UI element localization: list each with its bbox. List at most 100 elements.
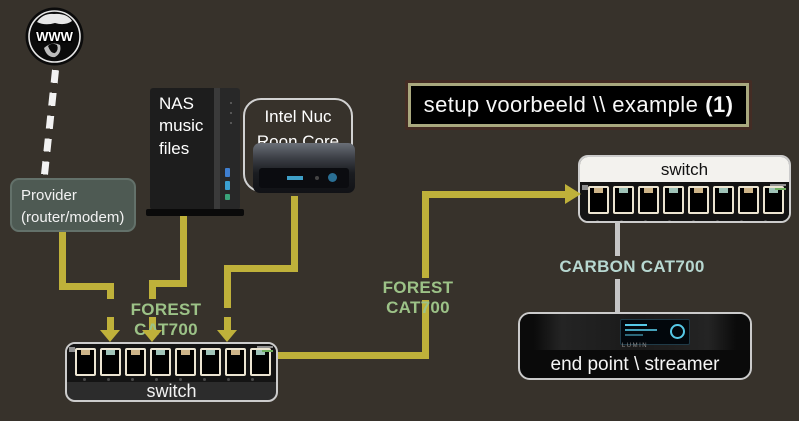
port-clip bbox=[181, 350, 190, 355]
ethernet-port bbox=[125, 348, 146, 376]
ethernet-port bbox=[738, 186, 759, 214]
switch-left-box: switch bbox=[65, 342, 278, 402]
endpoint-label: end point \ streamer bbox=[550, 354, 720, 375]
arrowhead-nas-to-switch bbox=[142, 330, 162, 342]
port-clip bbox=[694, 188, 703, 193]
ethernet-port bbox=[613, 186, 634, 214]
carbon-cable-label: CARBON CAT700 bbox=[559, 257, 705, 276]
ethernet-port bbox=[688, 186, 709, 214]
port-led-dot bbox=[620, 220, 623, 221]
cable-nuc-horizontal bbox=[224, 265, 298, 272]
port-led-dot bbox=[740, 220, 743, 221]
port-led-dot bbox=[155, 378, 158, 381]
ethernet-port bbox=[250, 348, 271, 376]
port-led-dot bbox=[644, 220, 647, 221]
arrow-shaft-nas bbox=[149, 317, 156, 330]
port-clip bbox=[594, 188, 603, 193]
cable-provider-horizontal bbox=[59, 283, 114, 290]
ethernet-port bbox=[663, 186, 684, 214]
cable-trunk-vertical-lower bbox=[422, 300, 429, 359]
cable-provider-stub bbox=[107, 288, 114, 299]
page-title: setup voorbeeld \\ example(1) bbox=[424, 92, 734, 118]
switch-left-device bbox=[67, 344, 276, 382]
switch-right-device bbox=[580, 182, 789, 221]
cable-nuc-stub bbox=[224, 270, 231, 308]
provider-line1: Provider bbox=[21, 187, 77, 204]
arrowhead-nuc-to-switch bbox=[217, 330, 237, 342]
switch-left-model-text bbox=[257, 346, 273, 348]
internet-dashed-line bbox=[40, 69, 59, 178]
ethernet-port bbox=[100, 348, 121, 376]
port-led-dot bbox=[179, 378, 182, 381]
port-led-dot bbox=[716, 220, 719, 221]
forest-cable-label-2: FOREST CAT700 bbox=[382, 278, 454, 317]
switch-left-led-row bbox=[83, 378, 254, 381]
nuc-device bbox=[253, 143, 355, 193]
nuc-front-panel bbox=[259, 168, 349, 188]
cable-nas-stub bbox=[149, 285, 156, 299]
ethernet-port bbox=[588, 186, 609, 214]
port-led-dot bbox=[203, 378, 206, 381]
switch-right-model-text bbox=[775, 188, 786, 190]
endpoint-box: LUMIN end point \ streamer bbox=[518, 312, 752, 380]
ethernet-port bbox=[638, 186, 659, 214]
switch-right-label: switch bbox=[580, 157, 789, 182]
port-clip bbox=[619, 188, 628, 193]
switch-right-ports bbox=[588, 186, 784, 214]
nuc-label-line1: Intel Nuc bbox=[264, 107, 332, 126]
port-led-dot bbox=[764, 220, 767, 221]
nuc-power-button bbox=[328, 173, 337, 182]
streamer-display bbox=[620, 319, 690, 345]
ethernet-port bbox=[200, 348, 221, 376]
provider-line2: (router/modem) bbox=[21, 208, 125, 226]
nuc-jack bbox=[315, 176, 319, 180]
nas-label-line1: NAS bbox=[159, 94, 194, 113]
switch-right-power-led bbox=[582, 185, 588, 190]
display-text-line bbox=[625, 334, 643, 336]
title-text: setup voorbeeld \\ example bbox=[423, 92, 699, 117]
title-frame: setup voorbeeld \\ example(1) bbox=[408, 83, 749, 127]
switch-right-box: switch bbox=[578, 155, 791, 223]
port-clip bbox=[156, 350, 165, 355]
nas-label-line3: files bbox=[159, 138, 190, 158]
port-clip bbox=[769, 188, 778, 193]
arrowhead-trunk-to-switch bbox=[565, 184, 581, 204]
switch-left-model-text bbox=[262, 350, 273, 352]
nas-status-led bbox=[230, 122, 232, 124]
port-clip bbox=[744, 188, 753, 193]
carbon-cable-upper bbox=[615, 222, 620, 256]
ethernet-port bbox=[225, 348, 246, 376]
port-clip bbox=[719, 188, 728, 193]
port-clip bbox=[131, 350, 140, 355]
streamer-device: LUMIN bbox=[520, 314, 750, 350]
switch-left-power-led bbox=[69, 347, 75, 352]
ethernet-port bbox=[763, 186, 784, 214]
port-led-dot bbox=[692, 220, 695, 221]
ethernet-port bbox=[713, 186, 734, 214]
port-clip bbox=[231, 350, 240, 355]
cable-trunk-vertical-upper bbox=[422, 198, 429, 278]
cable-trunk-top bbox=[422, 191, 565, 198]
provider-box: Provider (router/modem) bbox=[10, 178, 136, 232]
port-clip bbox=[206, 350, 215, 355]
port-led-dot bbox=[227, 378, 230, 381]
www-globe-icon: WWW bbox=[25, 7, 84, 66]
nas-usb-led bbox=[225, 168, 230, 177]
streamer-brand: LUMIN bbox=[621, 343, 649, 349]
display-text-line bbox=[625, 324, 647, 326]
switch-right-led-row bbox=[596, 220, 767, 221]
display-progress-circle bbox=[670, 324, 685, 339]
nas-device: NAS music files bbox=[150, 88, 240, 210]
port-led-dot bbox=[251, 378, 254, 381]
switch-right-model-text bbox=[770, 184, 786, 186]
cable-provider-vertical bbox=[59, 232, 66, 290]
nas-status-led bbox=[230, 102, 232, 104]
port-clip bbox=[669, 188, 678, 193]
arrowhead-provider-to-switch bbox=[100, 330, 120, 342]
ethernet-port bbox=[175, 348, 196, 376]
cable-nas-vertical bbox=[180, 212, 187, 287]
cable-nuc-vertical bbox=[291, 196, 298, 272]
port-clip bbox=[256, 350, 265, 355]
nas-usb-led bbox=[225, 181, 230, 190]
